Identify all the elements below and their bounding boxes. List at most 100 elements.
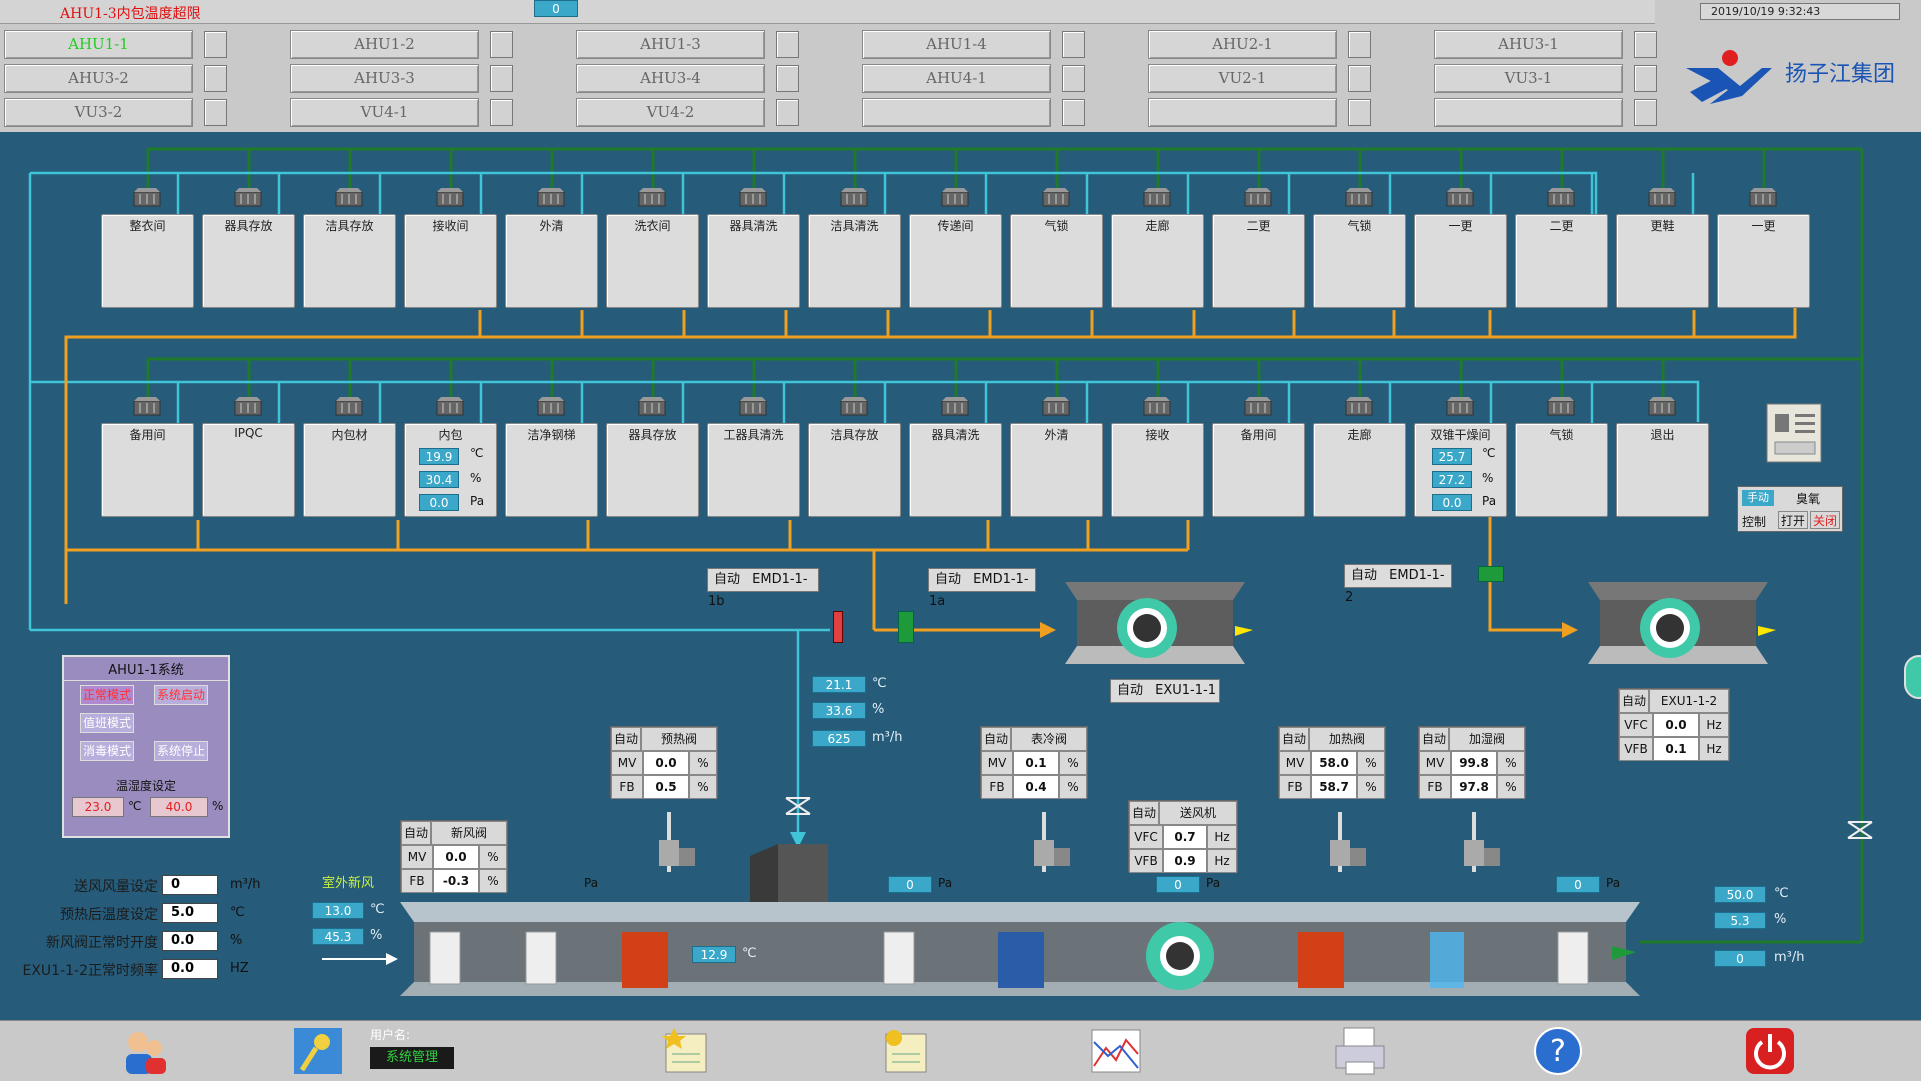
room-box[interactable]: 备用间 [1212,423,1305,517]
ahu-checkbox[interactable] [1348,99,1371,126]
room-box[interactable]: 整衣间 [101,214,194,308]
exu111-tag[interactable]: 自动 EXU1-1-1 [1110,679,1220,703]
room-box[interactable]: 洁具清洗 [808,214,901,308]
ahu-button[interactable]: VU2-1 [1148,64,1337,93]
room-box[interactable]: 洁具存放 [303,214,396,308]
room-box[interactable]: 气锁 [1010,214,1103,308]
cool-valve-auto[interactable]: 自动 [981,727,1011,751]
ozone-mode[interactable]: 手动 [1742,490,1774,506]
ahu-checkbox[interactable] [1634,65,1657,92]
humidifier-valve-actuator-icon[interactable] [1460,812,1520,884]
ahu-button[interactable]: AHU2-1 [1148,30,1337,59]
room-box[interactable]: 外清 [1010,423,1103,517]
room-box[interactable]: 接收间 [404,214,497,308]
ahu-checkbox[interactable] [490,31,513,58]
system-stop-button[interactable]: 系统停止 [154,741,208,761]
emd-1b-damper-icon[interactable] [833,611,843,643]
duty-mode-button[interactable]: 值班模式 [80,713,134,733]
ahu-checkbox[interactable] [1634,99,1657,126]
setting-input[interactable]: 5.0 [162,903,218,923]
room-box[interactable]: IPQC [202,423,295,517]
ahu-checkbox[interactable] [204,65,227,92]
printer-icon[interactable] [1334,1026,1386,1076]
room-box[interactable]: 走廊 [1313,423,1406,517]
system-start-button[interactable]: 系统启动 [154,685,208,705]
ahu-button[interactable]: VU3-2 [4,98,193,127]
report-icon[interactable] [660,1026,712,1076]
normal-mode-button[interactable]: 正常模式 [80,685,134,705]
ahu-button[interactable]: AHU3-1 [1434,30,1623,59]
ahu-checkbox[interactable] [1634,31,1657,58]
ahu-button[interactable]: VU4-2 [576,98,765,127]
ahu-button[interactable]: AHU3-3 [290,64,479,93]
room-box[interactable]: 器具存放 [202,214,295,308]
fresh-valve-auto[interactable]: 自动 [401,821,431,845]
trend-chart-icon[interactable] [1090,1026,1142,1076]
supply-fan-vfc-value[interactable]: 0.7 [1163,825,1207,849]
exhaust-fan-exu112-icon[interactable] [1578,572,1778,672]
ozone-close-button[interactable]: 关闭 [1810,511,1840,529]
ahu-button[interactable]: AHU3-2 [4,64,193,93]
alarm-log-icon[interactable] [880,1026,932,1076]
ahu-button[interactable] [862,98,1051,127]
hum-setpoint-input[interactable]: 40.0 [150,797,208,817]
room-box[interactable]: 退出 [1616,423,1709,517]
room-box[interactable]: 洁净钢梯 [505,423,598,517]
room-box[interactable]: 一更 [1717,214,1810,308]
ozone-open-button[interactable]: 打开 [1778,511,1808,529]
ahu-checkbox[interactable] [1348,65,1371,92]
emd-1a-damper-icon[interactable] [898,611,914,643]
room-box[interactable]: 二更 [1515,214,1608,308]
room-box[interactable]: 二更 [1212,214,1305,308]
preheat-valve-auto[interactable]: 自动 [611,727,641,751]
ahu-checkbox[interactable] [1062,99,1085,126]
power-icon[interactable] [1744,1026,1796,1076]
ahu-button[interactable]: VU4-1 [290,98,479,127]
room-box[interactable]: 洁具存放 [808,423,901,517]
room-box[interactable]: 器具清洗 [909,423,1002,517]
room-box[interactable]: 一更 [1414,214,1507,308]
room-box[interactable]: 器具清洗 [707,214,800,308]
exhaust-fan-exu111-icon[interactable] [1055,572,1255,672]
room-box[interactable]: 更鞋 [1616,214,1709,308]
room-box[interactable]: 接收 [1111,423,1204,517]
cooling-valve-actuator-icon[interactable] [1030,812,1090,884]
ahu-checkbox[interactable] [1062,31,1085,58]
room-box[interactable]: 气锁 [1515,423,1608,517]
room-box[interactable]: 器具存放 [606,423,699,517]
room-box[interactable]: 传递间 [909,214,1002,308]
ahu-button[interactable]: AHU1-2 [290,30,479,59]
room-box[interactable]: 走廊 [1111,214,1204,308]
ahu-checkbox[interactable] [1348,31,1371,58]
preheat-valve-mv-value[interactable]: 0.0 [643,751,689,775]
users-icon[interactable] [118,1026,170,1076]
humid-valve-auto[interactable]: 自动 [1419,727,1449,751]
exu112-vfc-value[interactable]: 0.0 [1653,713,1699,737]
ahu-button[interactable]: AHU1-4 [862,30,1051,59]
emd-1b-tag[interactable]: 自动 EMD1-1-1b [707,568,819,609]
supply-fan-auto[interactable]: 自动 [1129,801,1159,825]
preheat-valve-actuator-icon[interactable] [655,812,715,884]
exu112-auto[interactable]: 自动 [1619,689,1649,713]
heating-valve-actuator-icon[interactable] [1326,812,1386,884]
ahu-checkbox[interactable] [490,65,513,92]
ahu-button[interactable]: VU3-1 [1434,64,1623,93]
humid-valve-mv-value[interactable]: 99.8 [1451,751,1497,775]
side-status-badge[interactable] [1904,655,1921,699]
setting-input[interactable]: 0.0 [162,931,218,951]
ahu-checkbox[interactable] [776,65,799,92]
setting-input[interactable]: 0 [162,875,218,895]
room-box[interactable]: 备用间 [101,423,194,517]
ahu-checkbox[interactable] [776,31,799,58]
ahu-button[interactable] [1434,98,1623,127]
login-key-icon[interactable] [292,1026,344,1076]
heat-valve-auto[interactable]: 自动 [1279,727,1309,751]
cool-valve-mv-value[interactable]: 0.1 [1013,751,1059,775]
room-box[interactable]: 内包材 [303,423,396,517]
ahu-checkbox[interactable] [1062,65,1085,92]
room-box[interactable]: 洗衣间 [606,214,699,308]
emd-2-damper-icon[interactable] [1478,566,1504,582]
heat-valve-mv-value[interactable]: 58.0 [1311,751,1357,775]
room-box[interactable]: 外清 [505,214,598,308]
ahu-button[interactable]: AHU1-1 [4,30,193,59]
